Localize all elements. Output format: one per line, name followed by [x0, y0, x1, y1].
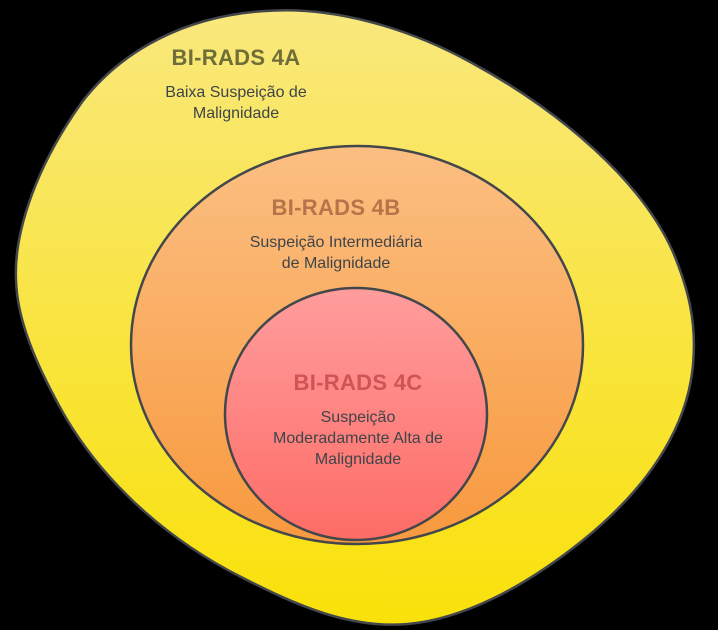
set-4a-description: Baixa Suspeição de Malignidade [165, 82, 306, 124]
set-4c-label: BI-RADS 4C Suspeição Moderadamente Alta … [273, 370, 443, 470]
set-4a-title: BI-RADS 4A [171, 45, 301, 70]
set-4a-label: BI-RADS 4A Baixa Suspeição de Malignidad… [165, 45, 306, 124]
description-line: de Malignidade [281, 255, 391, 272]
set-4c-title: BI-RADS 4C [293, 370, 423, 395]
description-line: Moderadamente Alta de [273, 430, 443, 447]
description-line: Baixa Suspeição de [165, 84, 307, 101]
set-4b-label: BI-RADS 4B Suspeição Intermediária de Ma… [250, 195, 423, 274]
description-line: Malignidade [314, 451, 402, 468]
description-line: Malignidade [192, 105, 280, 122]
set-4b-title: BI-RADS 4B [271, 195, 401, 220]
set-4c-shape [223, 286, 489, 542]
set-4b-description: Suspeição Intermediária de Malignidade [250, 232, 423, 274]
set-4c-description: Suspeição Moderadamente Alta de Malignid… [273, 407, 443, 470]
description-line: Suspeição [320, 409, 396, 426]
description-line: Suspeição Intermediária [249, 234, 423, 251]
